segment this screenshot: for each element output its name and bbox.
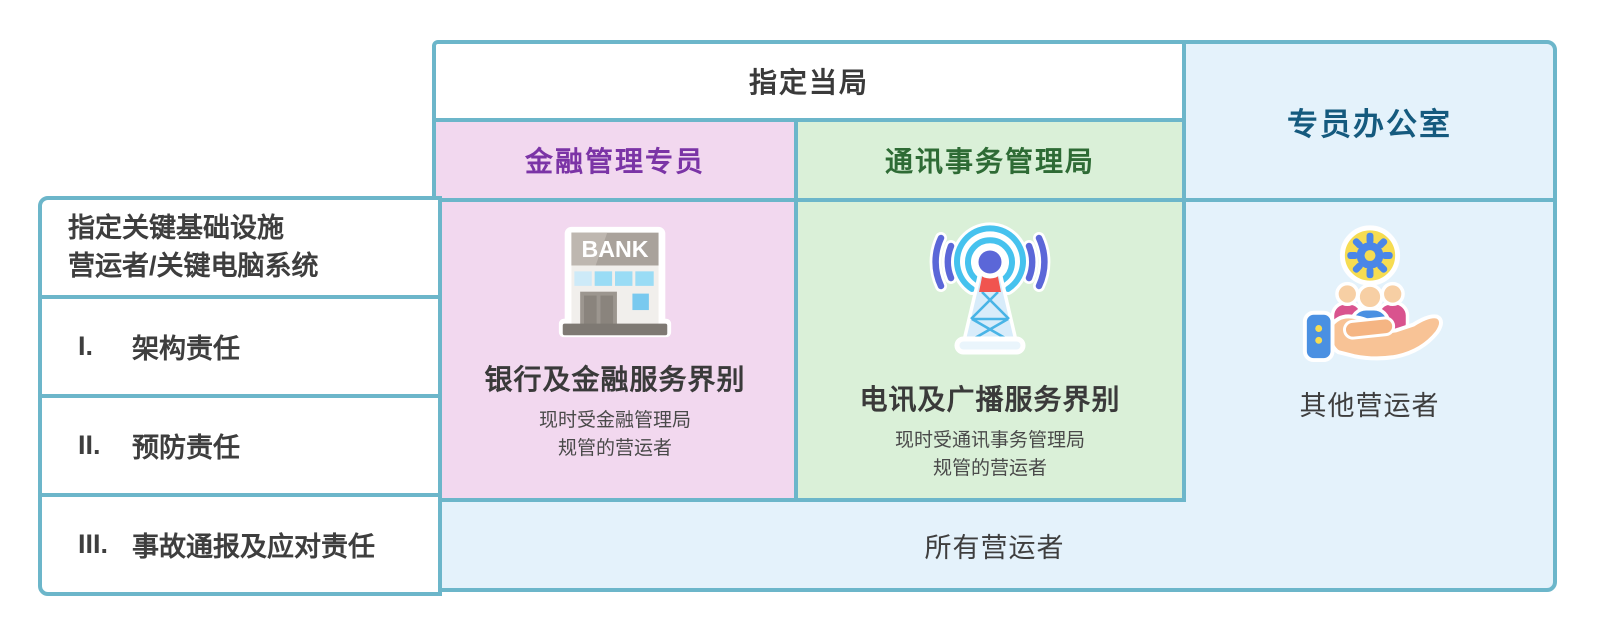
commissioner-office-title: 专员办公室 [1287, 106, 1452, 142]
row-label: 架构责任 [132, 334, 240, 364]
bank-icon: BANK [558, 226, 672, 338]
designated-cio-line2: 营运者/关键电脑系统 [68, 250, 319, 281]
bank-sign-text: BANK [581, 236, 648, 262]
commissioner-office-header: 专员办公室 [1186, 44, 1553, 202]
table-row-incident-reporting-obligations: III. 事故通报及应对责任 [42, 493, 438, 592]
telecom-sector-subtitle-line1: 现时受通讯事务管理局 [894, 430, 1085, 451]
telecom-sector-subtitle: 现时受通讯事务管理局 规管的营运者 [895, 427, 1085, 482]
table-row-organizational-obligations: I. 架构责任 [42, 295, 438, 394]
row-numeral: I. [78, 331, 94, 361]
banking-sector-subtitle-line1: 现时受金融管理局 [538, 410, 691, 431]
responsibility-table: 指定关键基础设施 营运者/关键电脑系统 I. 架构责任 II. 预防责任 III… [38, 196, 442, 596]
telecom-sector-subtitle-line2: 规管的营运者 [932, 457, 1047, 479]
broadcast-tower-icon [929, 222, 1051, 355]
other-operators-cell: 其他营运者 [1186, 202, 1553, 423]
banking-sector-cell: BANK 银行及金融服务界别 现时受金融管理局 规管的营运者 [432, 198, 798, 502]
hand-holding-users-icon [1302, 225, 1443, 363]
communications-authority-header: 通讯事务管理局 [794, 118, 1186, 202]
row-numeral: III. [78, 529, 109, 559]
all-operators-label: 所有营运者 [924, 532, 1065, 563]
monetary-authority-title: 金融管理专员 [524, 146, 705, 177]
table-row-designated-cio: 指定关键基础设施 营运者/关键电脑系统 [42, 200, 438, 295]
telecom-sector-title: 电讯及广播服务界别 [859, 384, 1121, 415]
banking-sector-subtitle-line2: 规管的营运者 [557, 437, 672, 459]
row-label: 预防责任 [132, 433, 240, 463]
banking-sector-title: 银行及金融服务界别 [484, 364, 746, 395]
row-numeral: II. [78, 430, 101, 460]
designated-authority-header: 指定当局 [432, 40, 1186, 122]
table-row-preventive-obligations: II. 预防责任 [42, 394, 438, 493]
designated-authority-title: 指定当局 [748, 67, 869, 98]
telecom-sector-cell: 电讯及广播服务界别 现时受通讯事务管理局 规管的营运者 [794, 198, 1186, 502]
communications-authority-title: 通讯事务管理局 [884, 146, 1095, 177]
designated-cio-line1: 指定关键基础设施 [68, 213, 284, 244]
monetary-authority-header: 金融管理专员 [432, 118, 798, 202]
other-operators-label: 其他营运者 [1299, 391, 1440, 421]
all-operators-row [432, 498, 1186, 592]
commissioner-office-column: 专员办公室 [1182, 40, 1557, 592]
row-label: 事故通报及应对责任 [132, 532, 375, 562]
banking-sector-subtitle: 现时受金融管理局 规管的营运者 [539, 407, 691, 462]
